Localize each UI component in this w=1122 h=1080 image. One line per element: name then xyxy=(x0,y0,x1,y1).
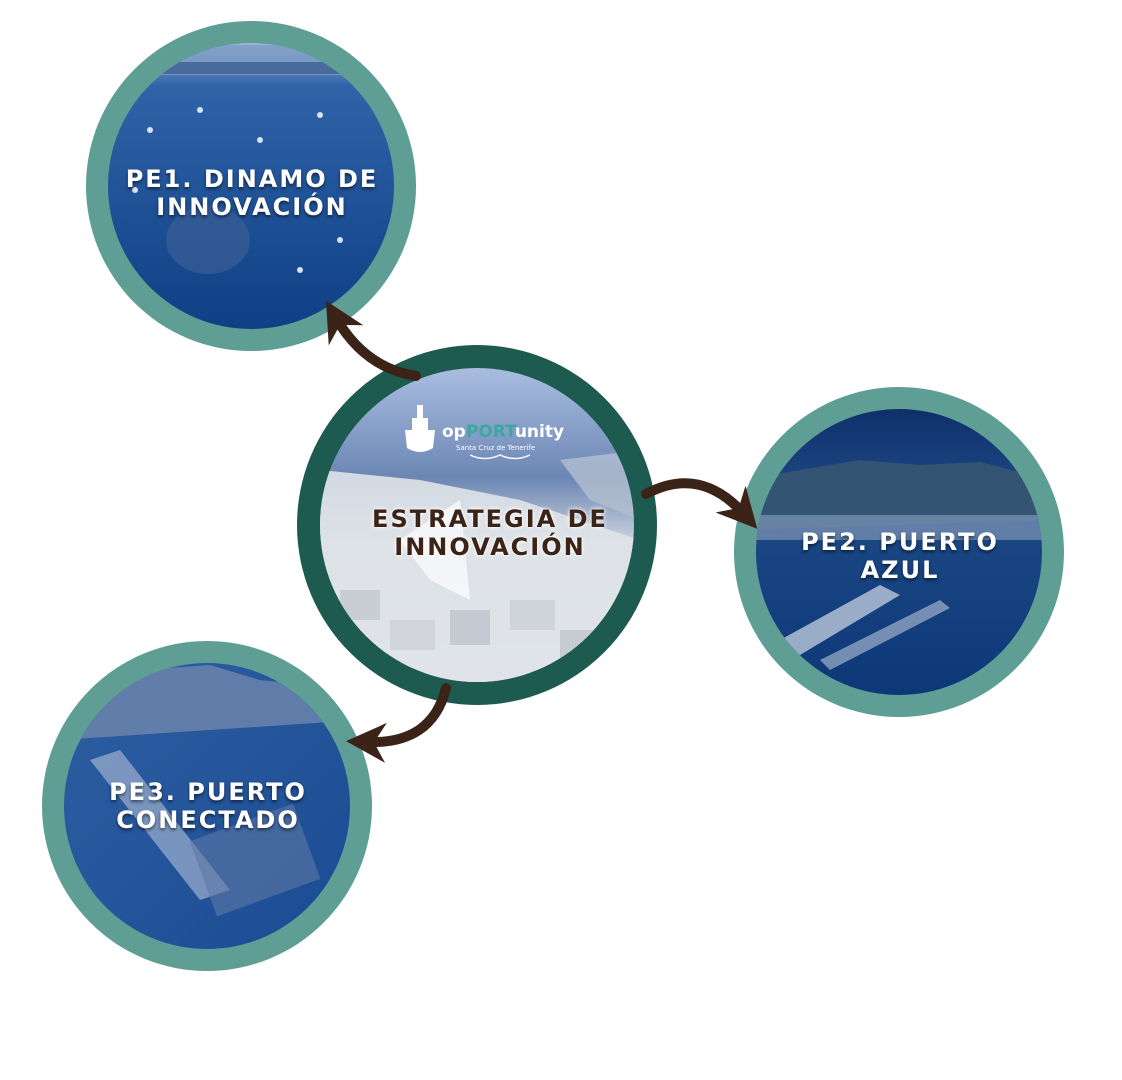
pe3-label: PE3. PUERTO CONECTADO xyxy=(68,778,348,834)
logo-subtitle: Santa Cruz de Tenerife xyxy=(456,444,535,452)
ship-icon xyxy=(405,405,435,452)
pe3-label-line1: PE3. PUERTO xyxy=(109,778,307,806)
pe2-label-line2: AZUL xyxy=(860,556,940,584)
pe2-photo-details xyxy=(756,460,1042,670)
node-pe3 xyxy=(42,641,372,971)
pe1-label-line2: INNOVACIÓN xyxy=(156,193,348,221)
arrow-to-pe1 xyxy=(325,300,421,381)
pe2-label: PE2. PUERTO AZUL xyxy=(760,528,1040,584)
arrow-to-pe2 xyxy=(641,478,758,529)
center-photo-details xyxy=(320,450,634,682)
pe1-label-line1: PE1. DINAMO DE xyxy=(125,165,379,193)
arrow-to-pe3 xyxy=(346,683,451,763)
center-label-line1: ESTRATEGIA DE xyxy=(372,505,608,533)
center-label: ESTRATEGIA DE INNOVACIÓN xyxy=(330,505,650,561)
logo-wordmark: opPORTunity xyxy=(442,422,564,442)
waves-icon xyxy=(469,454,531,460)
node-center: opPORTunity Santa Cruz de Tenerife xyxy=(297,345,657,705)
node-pe2 xyxy=(734,387,1064,717)
center-label-line2: INNOVACIÓN xyxy=(394,533,586,561)
node-pe1 xyxy=(86,21,416,351)
opportunity-logo: opPORTunity Santa Cruz de Tenerife xyxy=(405,405,564,460)
pe1-label: PE1. DINAMO DE INNOVACIÓN xyxy=(112,165,392,221)
pe2-label-line1: PE2. PUERTO xyxy=(801,528,999,556)
pe3-label-line2: CONECTADO xyxy=(116,806,300,834)
